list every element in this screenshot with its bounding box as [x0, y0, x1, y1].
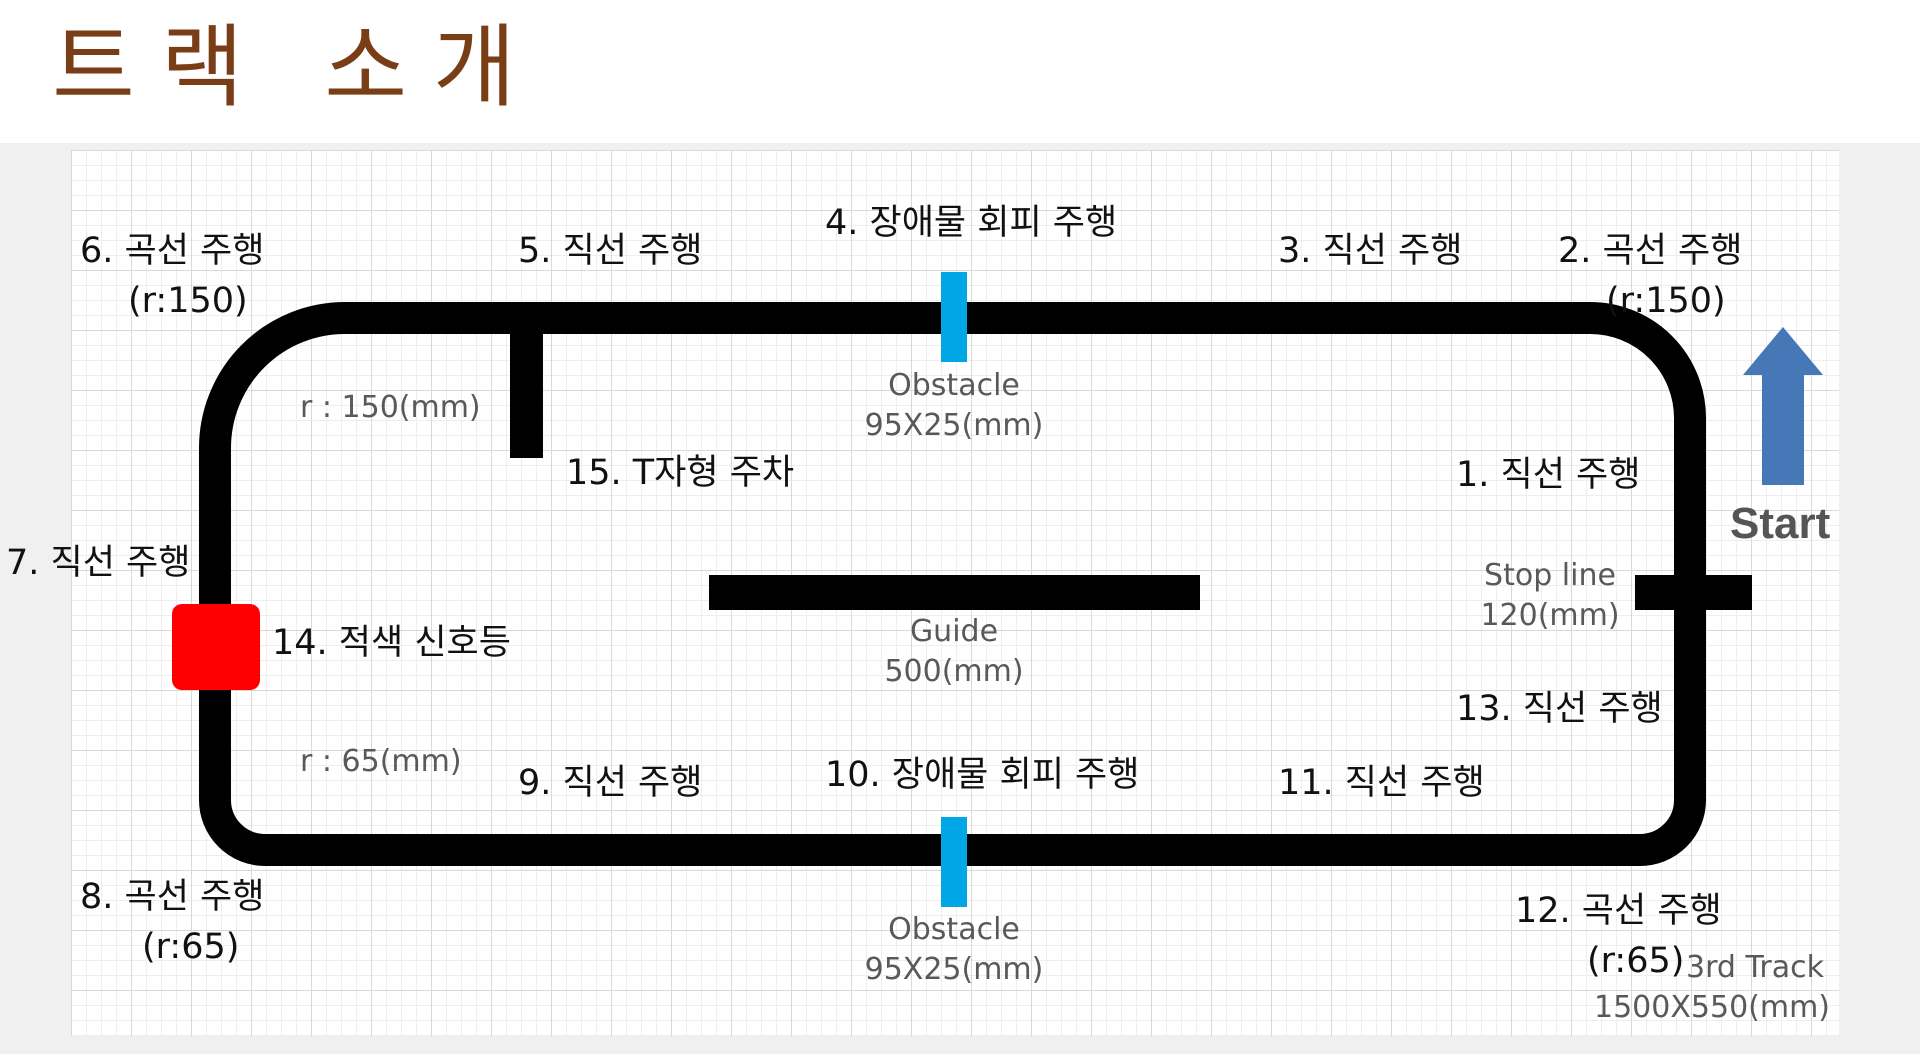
stop-line — [1635, 575, 1752, 610]
label-seg14: 14. 적색 신호등 — [272, 623, 511, 663]
obstacle-top — [941, 272, 967, 362]
track-loop — [199, 302, 1706, 866]
annotation-track-size: 1500X550(mm) — [1594, 990, 1831, 1025]
label-seg1: 1. 직선 주행 — [1456, 455, 1641, 495]
annotation-obstacle-top-name: Obstacle — [888, 368, 1020, 403]
label-seg2: 2. 곡선 주행 — [1558, 231, 1743, 271]
label-seg12: 12. 곡선 주행 — [1515, 891, 1722, 931]
label-seg9: 9. 직선 주행 — [518, 763, 703, 803]
label-seg10: 10. 장애물 회피 주행 — [825, 755, 1140, 795]
label-seg15: 15. T자형 주차 — [566, 453, 795, 493]
label-seg6-radius: (r:150) — [128, 281, 248, 321]
annotation-obstacle-bottom-size: 95X25(mm) — [864, 952, 1044, 987]
label-seg12-radius: (r:65) — [1587, 941, 1685, 981]
annotation-obstacle-top-size: 95X25(mm) — [864, 408, 1044, 443]
label-seg5: 5. 직선 주행 — [518, 231, 703, 271]
start-label: Start — [1730, 499, 1831, 548]
label-seg3: 3. 직선 주행 — [1278, 231, 1463, 271]
annotation-radius-bottom: r : 65(mm) — [300, 744, 462, 779]
label-seg4: 4. 장애물 회피 주행 — [825, 203, 1118, 243]
label-seg8: 8. 곡선 주행 — [80, 877, 265, 917]
label-seg11: 11. 직선 주행 — [1278, 763, 1485, 803]
annotation-radius-top: r : 150(mm) — [300, 390, 481, 425]
red-signal-light — [172, 604, 260, 690]
t-parking-bar — [510, 318, 543, 458]
page-title: 트랙 소개 — [52, 15, 542, 120]
annotation-track-name: 3rd Track — [1686, 950, 1824, 985]
obstacle-bottom — [941, 817, 967, 907]
label-seg7: 7. 직선 주행 — [6, 543, 191, 583]
label-seg13: 13. 직선 주행 — [1456, 689, 1663, 729]
annotation-stop-line-size: 120(mm) — [1480, 598, 1620, 633]
label-seg2-radius: (r:150) — [1606, 281, 1726, 321]
guide-bar — [709, 575, 1200, 610]
annotation-stop-line-name: Stop line — [1484, 558, 1616, 593]
label-seg6: 6. 곡선 주행 — [80, 231, 265, 271]
annotation-guide-size: 500(mm) — [884, 654, 1024, 689]
annotation-guide-name: Guide — [909, 614, 999, 649]
annotation-obstacle-bottom-name: Obstacle — [888, 912, 1020, 947]
arrow-up-icon — [1743, 327, 1823, 485]
label-seg8-radius: (r:65) — [142, 927, 240, 967]
